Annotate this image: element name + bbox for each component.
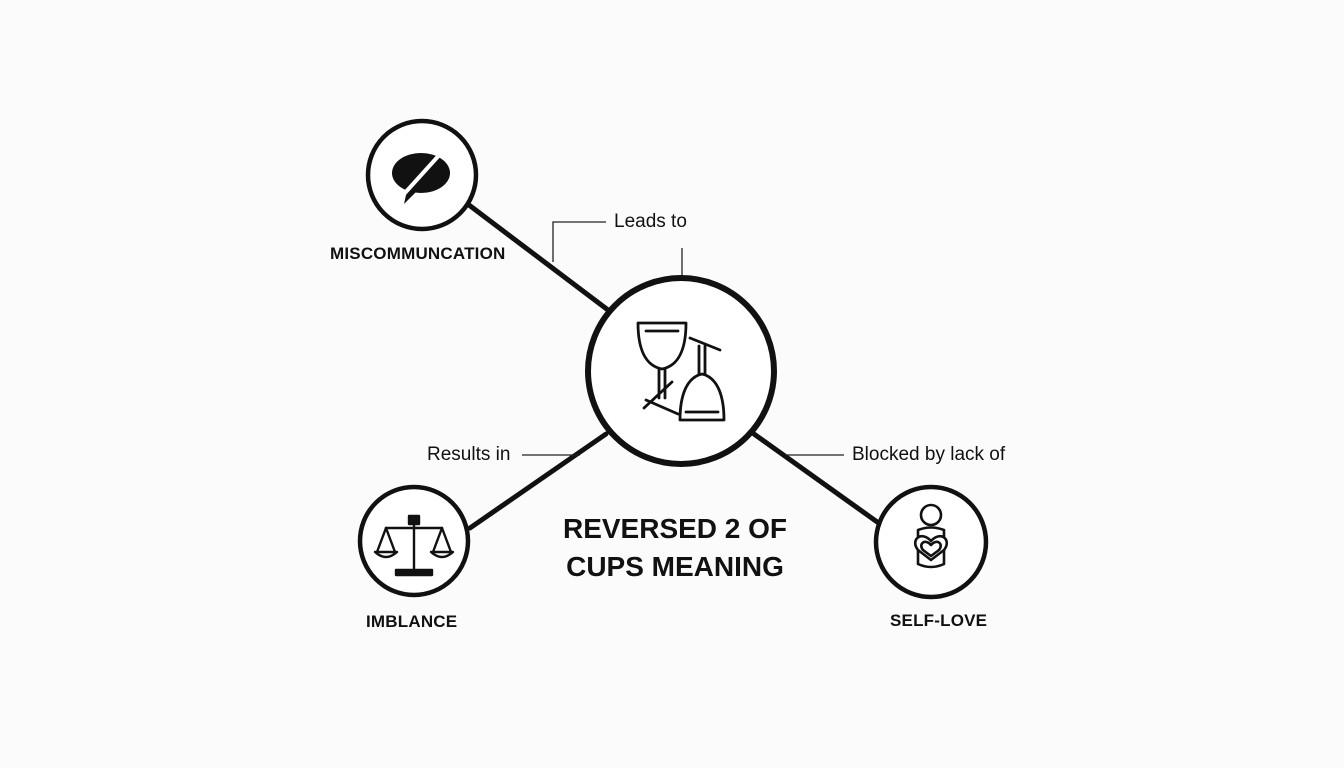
node-label-miscommunication: MISCOMMUNCATION bbox=[330, 244, 506, 263]
title-line-2: CUPS MEANING bbox=[566, 551, 784, 582]
callout-leads-to bbox=[552, 221, 606, 262]
node-imbalance bbox=[357, 484, 471, 598]
broken-speech-bubble-icon bbox=[392, 150, 450, 204]
edge-miscommunication-center bbox=[466, 202, 611, 313]
node-center bbox=[585, 275, 777, 467]
node-label-imbalance: IMBLANCE bbox=[366, 612, 458, 631]
person-heart-icon bbox=[913, 503, 949, 569]
reversed-cups-icon bbox=[636, 321, 726, 422]
scales-icon bbox=[373, 514, 455, 577]
node-miscommunication bbox=[365, 118, 479, 232]
edge-label-results-in: Results in bbox=[427, 444, 511, 465]
diagram-title: REVERSED 2 OF CUPS MEANING bbox=[540, 510, 810, 586]
node-label-self-love: SELF-LOVE bbox=[890, 611, 988, 630]
edge-center-self-love bbox=[751, 431, 883, 527]
edge-center-imbalance bbox=[467, 431, 609, 531]
node-self-love bbox=[873, 484, 989, 600]
edge-label-leads-to: Leads to bbox=[614, 211, 687, 232]
title-line-1: REVERSED 2 OF bbox=[562, 513, 788, 544]
edge-label-blocked-by: Blocked by lack of bbox=[852, 444, 1006, 465]
